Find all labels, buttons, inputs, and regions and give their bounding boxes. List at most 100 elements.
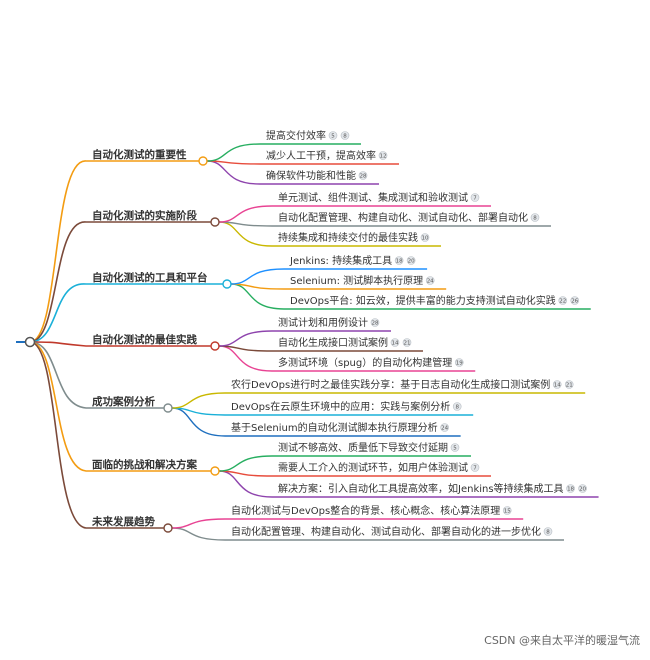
leaf-connector — [171, 407, 474, 416]
reference-badge-number: 18 — [396, 259, 403, 265]
reference-badge[interactable] — [420, 233, 430, 242]
reference-badge[interactable] — [452, 402, 462, 411]
branch-node[interactable] — [198, 156, 208, 166]
reference-badge[interactable] — [470, 193, 480, 202]
reference-badge[interactable] — [340, 131, 350, 140]
leaf-label[interactable]: 需要人工介入的测试环节，如用户体验测试 — [278, 461, 468, 474]
reference-badge[interactable] — [570, 296, 580, 305]
reference-badge[interactable] — [390, 338, 400, 347]
branch-node[interactable] — [222, 279, 232, 289]
leaf-connector — [171, 527, 564, 541]
leaf-label[interactable]: DevOps在云原生环境中的应用：实践与案例分析 — [231, 400, 450, 413]
leaf-label[interactable]: 自动化测试与DevOps整合的背景、核心概念、核心算法原理 — [231, 504, 500, 517]
branch-connector — [29, 160, 199, 343]
reference-badge-number: 10 — [422, 236, 429, 242]
branch-node[interactable] — [210, 466, 220, 476]
branch-node[interactable] — [163, 403, 173, 413]
reference-badge-number: 19 — [456, 361, 463, 367]
reference-badge-number: 7 — [473, 196, 477, 202]
branch-label[interactable]: 自动化测试的实施阶段 — [92, 209, 197, 222]
reference-badge-number: 8 — [533, 216, 537, 222]
reference-badge-number: 21 — [404, 341, 411, 347]
reference-badge-number: 22 — [559, 299, 566, 305]
reference-badge-number: 7 — [473, 466, 477, 472]
reference-badge[interactable] — [450, 443, 460, 452]
watermark-text: CSDN @来自太平洋的暖湿气流 — [484, 634, 640, 647]
reference-badge[interactable] — [378, 151, 388, 160]
reference-badge[interactable] — [502, 506, 512, 515]
leaf-label[interactable]: 单元测试、组件测试、集成测试和验收测试 — [278, 191, 468, 204]
leaf-connector — [218, 345, 476, 372]
branch-node[interactable] — [210, 341, 220, 351]
leaf-label[interactable]: 农行DevOps进行时之最佳实践分享：基于日志自动化生成接口测试案例 — [231, 378, 550, 391]
reference-badge[interactable] — [394, 256, 404, 265]
leaf-label[interactable]: 解决方案：引入自动化工具提高效率，如Jenkins等持续集成工具 — [278, 482, 564, 495]
reference-badge-number: 28 — [360, 174, 367, 180]
reference-badge[interactable] — [406, 256, 416, 265]
leaf-label[interactable]: 提高交付效率 — [266, 129, 326, 142]
leaf-label[interactable]: 自动化配置管理、构建自动化、测试自动化、部署自动化的进一步优化 — [231, 525, 541, 538]
leaf-label[interactable]: 多测试环境（spug）的自动化构建管理 — [278, 356, 452, 369]
reference-badge-number: 21 — [566, 383, 573, 389]
branch-node[interactable] — [210, 217, 220, 227]
reference-badge[interactable] — [328, 131, 338, 140]
branch-label[interactable]: 自动化测试的最佳实践 — [92, 333, 197, 346]
leaf-connector — [230, 283, 591, 310]
reference-badge-number: 24 — [441, 426, 448, 432]
reference-badge-number: 15 — [504, 509, 511, 515]
branch-connector — [29, 341, 164, 409]
leaf-label[interactable]: 减少人工干预，提高效率 — [266, 149, 376, 162]
reference-badge-number: 14 — [392, 341, 399, 347]
reference-badge[interactable] — [552, 380, 562, 389]
reference-badge[interactable] — [358, 171, 368, 180]
reference-badge-number: 18 — [567, 487, 574, 493]
reference-badge[interactable] — [558, 296, 568, 305]
reference-badge-number: 20 — [579, 487, 586, 493]
leaf-label[interactable]: 持续集成和持续交付的最佳实践 — [278, 231, 418, 244]
leaf-connector — [206, 143, 361, 162]
leaf-connector — [218, 455, 471, 472]
leaf-label[interactable]: Jenkins: 持续集成工具 — [289, 254, 392, 267]
reference-badge-number: 8 — [455, 405, 459, 411]
leaf-label[interactable]: 自动化配置管理、构建自动化、测试自动化、部署自动化 — [278, 211, 528, 224]
leaf-label[interactable]: Selenium: 测试脚本执行原理 — [290, 274, 423, 287]
reference-badge[interactable] — [470, 463, 480, 472]
reference-badge[interactable] — [578, 484, 587, 493]
reference-badge[interactable] — [564, 380, 574, 389]
leaf-label[interactable]: 测试计划和用例设计 — [278, 316, 368, 329]
reference-badge[interactable] — [370, 318, 380, 327]
leaf-label[interactable]: 基于Selenium的自动化测试脚本执行原理分析 — [231, 421, 438, 434]
reference-badge-number: 20 — [408, 259, 415, 265]
branch-label[interactable]: 成功案例分析 — [92, 395, 155, 408]
branch-node[interactable] — [163, 523, 173, 533]
leaf-label[interactable]: 确保软件功能和性能 — [266, 169, 356, 182]
branch-label[interactable]: 未来发展趋势 — [91, 515, 155, 528]
leaf-connector — [171, 407, 461, 437]
reference-badge[interactable] — [402, 338, 412, 347]
reference-badge-number: 8 — [546, 530, 550, 536]
reference-badge[interactable] — [530, 213, 540, 222]
leaf-connector — [171, 518, 524, 529]
reference-badge[interactable] — [425, 276, 435, 285]
leaf-label[interactable]: DevOps平台: 如云效，提供丰富的能力支持测试自动化实践 — [290, 294, 556, 307]
reference-badge-number: 26 — [571, 299, 578, 305]
reference-badge[interactable] — [566, 484, 575, 493]
branch-connector — [29, 341, 211, 347]
branch-connector — [29, 341, 211, 472]
branch-connector — [29, 283, 223, 343]
leaf-connector — [206, 160, 379, 185]
root-node[interactable] — [24, 336, 36, 348]
branch-connector — [29, 341, 164, 529]
reference-badge[interactable] — [543, 527, 553, 536]
leaf-connector — [218, 205, 491, 223]
reference-badge-number: 5 — [453, 446, 457, 452]
branch-label[interactable]: 自动化测试的重要性 — [92, 148, 187, 161]
reference-badge[interactable] — [454, 358, 464, 367]
branch-label[interactable]: 面临的挑战和解决方案 — [92, 458, 197, 471]
leaf-label[interactable]: 测试不够高效、质量低下导致交付延期 — [278, 441, 448, 454]
reference-badge[interactable] — [440, 423, 449, 432]
reference-badge-number: 24 — [427, 279, 434, 285]
leaf-label[interactable]: 自动化生成接口测试案例 — [278, 336, 388, 349]
branch-label[interactable]: 自动化测试的工具和平台 — [92, 271, 208, 284]
